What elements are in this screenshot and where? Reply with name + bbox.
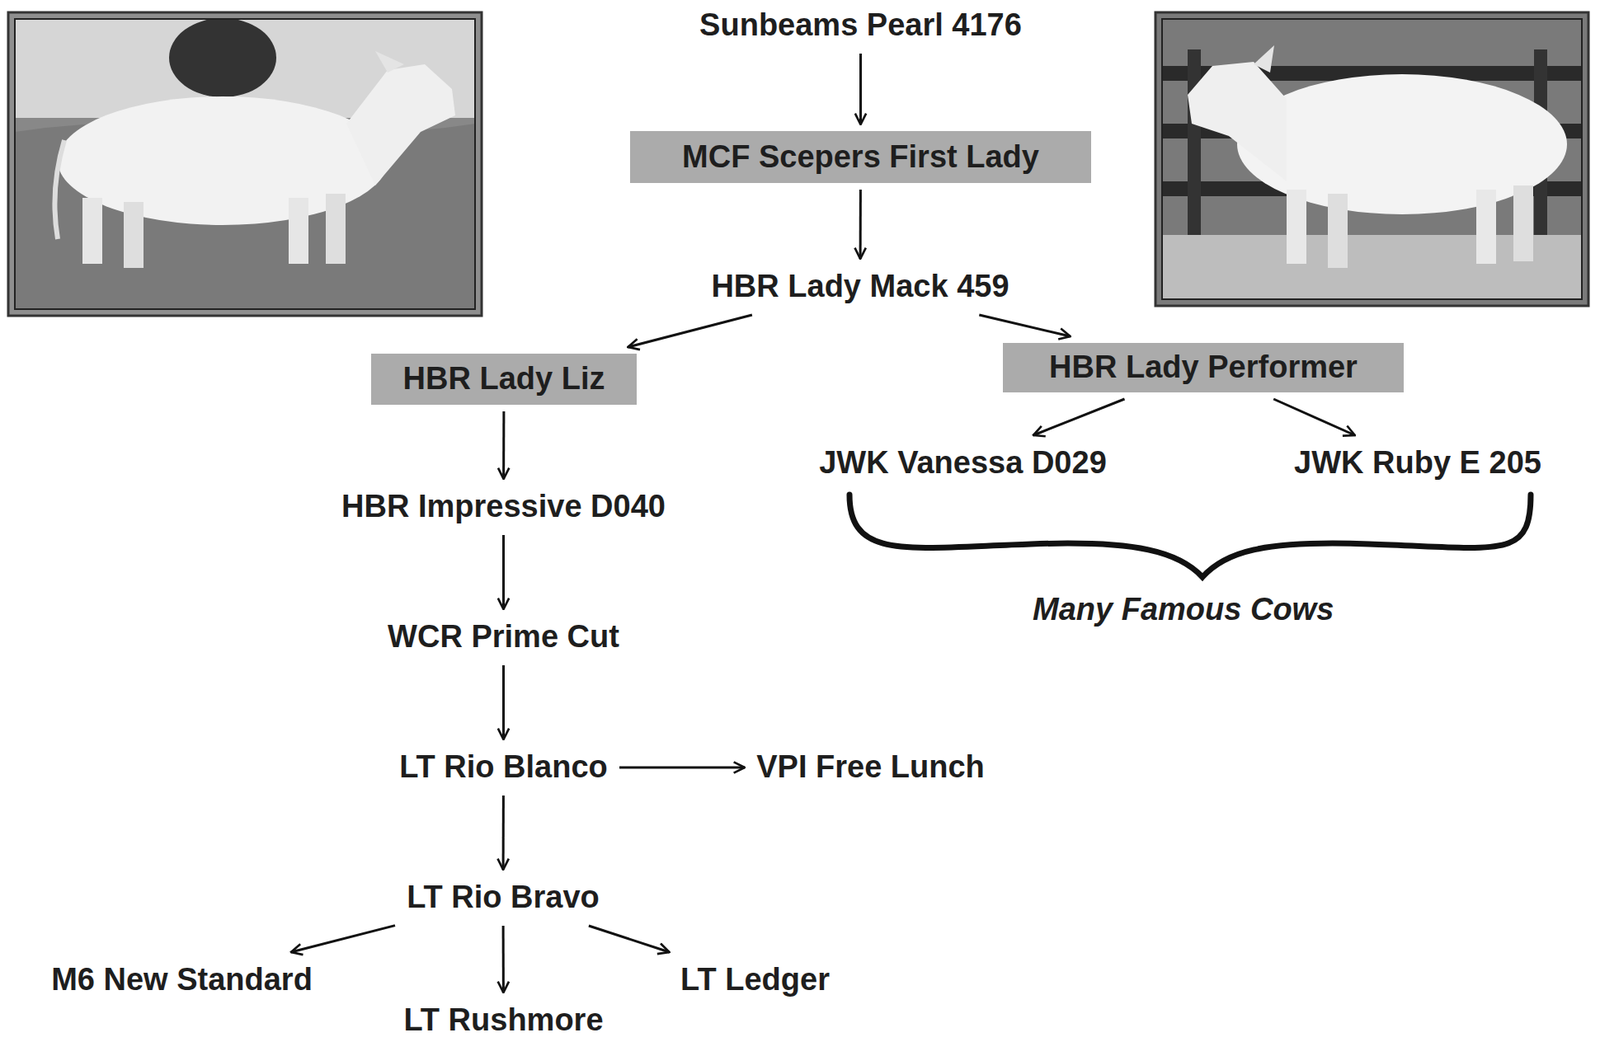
cow-name: LT Ledger xyxy=(680,962,830,999)
cow-name: JWK Vanessa D029 xyxy=(818,445,1107,482)
lineage-arrow xyxy=(627,315,753,348)
cow-name: Sunbeams Pearl 4176 xyxy=(699,7,1022,44)
name-node: JWK Ruby E 205 xyxy=(1290,443,1545,484)
name-node: HBR Impressive D040 xyxy=(338,487,669,528)
cow-name: HBR Lady Liz xyxy=(403,361,606,398)
name-node: WCR Prime Cut xyxy=(384,617,623,658)
cow-name: HBR Lady Mack 459 xyxy=(710,268,1009,306)
lineage-arrow xyxy=(1273,399,1356,436)
cow-name: VPI Free Lunch xyxy=(756,749,985,786)
cow-name: MCF Scepers First Lady xyxy=(682,139,1040,176)
lineage-arrow xyxy=(502,795,505,871)
cow-name: LT Rio Blanco xyxy=(399,749,608,786)
lineage-arrow xyxy=(502,411,505,480)
name-node: LT Rushmore xyxy=(400,1001,608,1041)
highlight-box: HBR Lady Performer xyxy=(1002,343,1404,393)
cow-photo-left xyxy=(8,12,482,316)
name-node: HBR Lady Mack 459 xyxy=(707,267,1013,307)
cow-name: JWK Ruby E 205 xyxy=(1294,445,1542,482)
name-node: LT Rio Blanco xyxy=(395,748,612,788)
name-node: VPI Free Lunch xyxy=(752,748,989,788)
lineage-arrow xyxy=(978,315,1070,337)
lineage-arrow xyxy=(859,53,862,125)
lineage-arrow xyxy=(502,926,505,993)
highlight-box: MCF Scepers First Lady xyxy=(630,131,1092,184)
name-node: LT Rio Bravo xyxy=(403,878,603,918)
lineage-arrow xyxy=(588,926,670,953)
name-node: LT Ledger xyxy=(677,960,833,1001)
cow-name: HBR Impressive D040 xyxy=(341,489,666,526)
cow-photo-right xyxy=(1155,12,1589,306)
cow-name: M6 New Standard xyxy=(51,962,313,999)
cow-name: LT Rushmore xyxy=(403,1002,603,1040)
name-node: Sunbeams Pearl 4176 xyxy=(696,5,1026,46)
lineage-arrow xyxy=(859,189,862,259)
highlight-box: HBR Lady Liz xyxy=(371,353,637,405)
cow-name: LT Rio Bravo xyxy=(406,880,600,917)
curly-brace xyxy=(849,494,1531,578)
lineage-arrow xyxy=(619,767,745,770)
cow-name: WCR Prime Cut xyxy=(387,619,620,656)
group-label: Many Famous Cows xyxy=(1032,592,1334,629)
name-node: M6 New Standard xyxy=(47,960,316,1001)
name-node: JWK Vanessa D029 xyxy=(815,443,1111,484)
lineage-arrow xyxy=(502,535,505,610)
lineage-arrow xyxy=(502,665,505,740)
lineage-arrow xyxy=(291,926,396,953)
cow-name: HBR Lady Performer xyxy=(1049,349,1358,386)
lineage-arrow xyxy=(1033,399,1125,436)
